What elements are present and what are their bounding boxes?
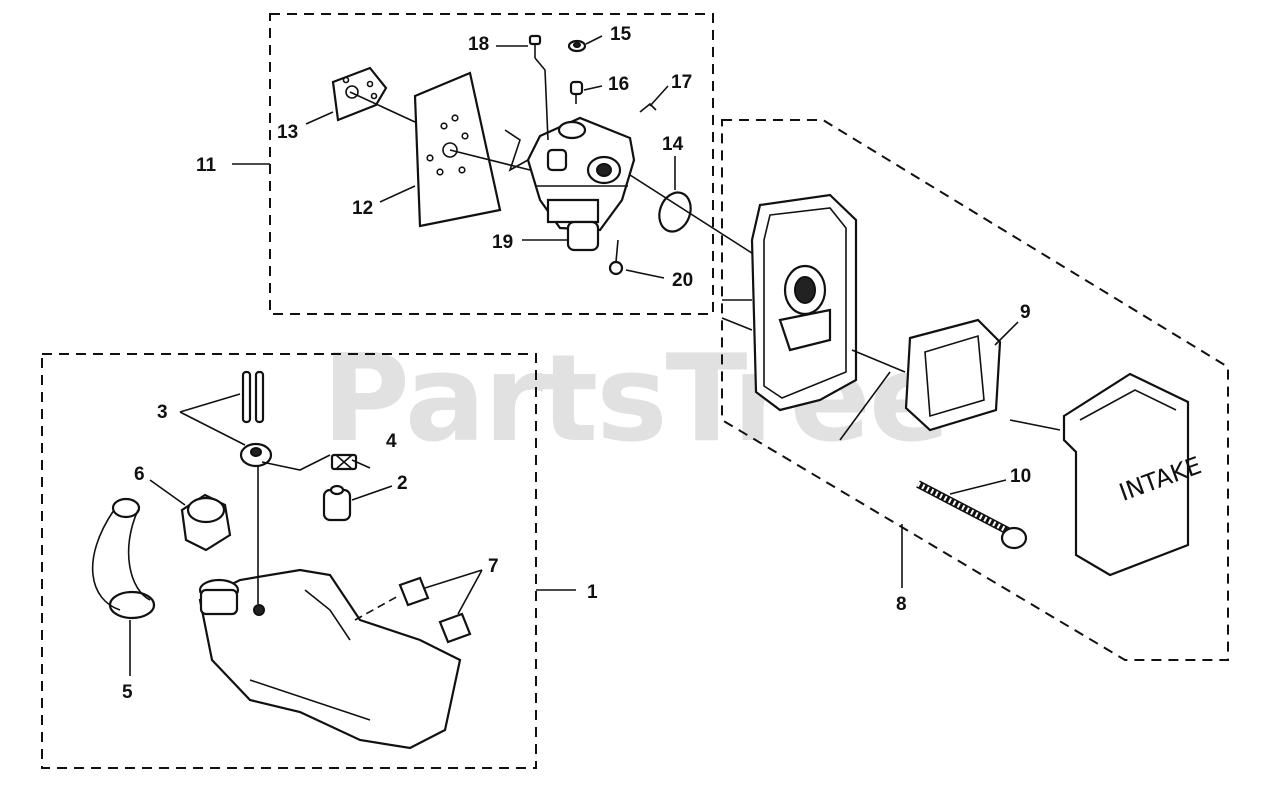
assembly-axis-carb (349, 91, 756, 256)
assembly-axis-screw-18 (534, 57, 549, 141)
air-cleaner-base[interactable] (721, 193, 858, 412)
fuel-tank-group-box (41, 353, 537, 769)
assembly-axis-bushing (354, 594, 401, 621)
assembly-axis-air (839, 349, 1061, 441)
fuel-lines[interactable] (241, 370, 265, 424)
carburetor-group-box (269, 13, 714, 315)
callout-13: 13 (277, 122, 298, 143)
callout-1: 1 (587, 582, 598, 603)
callout-7: 7 (488, 556, 499, 577)
callout-5: 5 (122, 682, 133, 703)
callout-8: 8 (896, 594, 907, 615)
fuel-filter[interactable] (322, 484, 352, 522)
screw-16[interactable] (569, 80, 584, 104)
callout-20: 20 (672, 270, 693, 291)
assembly-axis-fuel (257, 454, 331, 604)
callout-6: 6 (134, 464, 145, 485)
callout-10: 10 (1010, 466, 1031, 487)
fuel-filter-clip[interactable] (330, 453, 358, 471)
screw-20[interactable] (608, 239, 624, 276)
gasket-ring-14[interactable] (654, 188, 696, 236)
leader-lines (129, 35, 1019, 676)
cap-retainer[interactable] (91, 497, 156, 620)
air-cleaner-cover[interactable]: INTAKE (1062, 372, 1205, 577)
clip-17[interactable] (639, 102, 657, 113)
callout-16: 16 (608, 74, 629, 95)
callout-15: 15 (610, 24, 632, 45)
callout-3: 3 (157, 402, 168, 423)
callout-11: 11 (196, 155, 217, 176)
callout-9: 9 (1020, 302, 1031, 323)
carburetor-gasket-small[interactable] (331, 66, 388, 122)
air-filter-element[interactable] (904, 318, 1002, 432)
fuel-cap[interactable] (180, 493, 232, 552)
callout-19: 19 (492, 232, 513, 253)
callout-12: 12 (352, 198, 373, 219)
callout-2: 2 (397, 473, 408, 494)
nut-15[interactable] (567, 39, 587, 53)
carburetor-body[interactable] (526, 116, 636, 252)
insulator-plate[interactable] (413, 71, 502, 228)
long-bolt[interactable] (916, 480, 1028, 550)
callout-4: 4 (386, 431, 397, 452)
fuel-tank[interactable] (198, 568, 462, 750)
callout-14: 14 (662, 134, 684, 155)
callout-17: 17 (671, 72, 692, 93)
screw-18[interactable] (528, 34, 542, 58)
grommet[interactable] (239, 442, 273, 468)
tank-mount-bushings[interactable] (398, 576, 472, 644)
callout-18: 18 (468, 34, 489, 55)
air-cleaner-group-box (721, 119, 1229, 661)
